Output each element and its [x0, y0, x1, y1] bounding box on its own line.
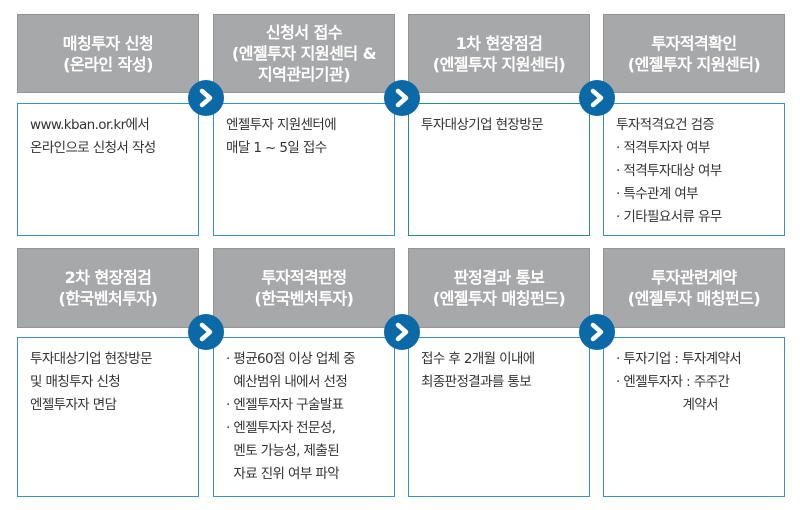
step-body: 투자대상기업 현장방문 — [408, 103, 590, 236]
step-title-line: (엔젤투자 지원센터 & — [231, 44, 377, 63]
step-body: 투자적격요건 검증 · 적격투자자 여부 · 적격투자대상 여부 · 특수관계 여부 ·… — [603, 103, 785, 236]
step-body-line: www.kban.or.kr에서 — [30, 117, 150, 133]
step-body-line: · 엔젤투자자 구술발표 — [226, 397, 344, 413]
chevron-right-icon — [188, 314, 224, 350]
step-title-line: 판정결과 통보 — [453, 268, 545, 287]
step-body-line: 투자대상기업 현장방문 — [30, 351, 153, 367]
step-body-line: · 엔젤투자자 : 주주간 — [616, 374, 730, 390]
step-body-line: · 적격투자자 여부 — [616, 140, 710, 156]
chevron-right-icon — [384, 314, 420, 350]
step-title-line: (엔젤투자 지원센터) — [432, 54, 566, 74]
step-body-line: 예산범위 내에서 선정 — [226, 374, 348, 390]
step-title-line: (한국벤처투자) — [58, 289, 158, 308]
step-body-line: · 평균60점 이상 업체 중 — [226, 351, 356, 367]
step-body-line: · 엔젤투자자 전문성, — [226, 420, 336, 436]
step-body-line: 자료 진위 여부 파악 — [226, 466, 340, 482]
step-title-line: 2차 현장점검 — [64, 268, 152, 287]
step-header: 1차 현장점검(엔젤투자 지원센터) — [408, 14, 590, 93]
step-title-line: (한국벤처투자) — [254, 289, 354, 308]
step-body-line: 계약서 — [616, 397, 718, 413]
step-body-line: 매달 1 ~ 5일 접수 — [226, 140, 327, 156]
step-title-line: 지역관리기관) — [257, 65, 351, 84]
step-body-line: 접수 후 2개월 이내에 — [421, 351, 535, 367]
chevron-right-icon — [188, 80, 224, 116]
step-title-line: 매칭투자 신청 — [62, 33, 154, 53]
step-body-line: · 특수관계 여부 — [616, 186, 699, 202]
step-body-line: 최종판정결과를 통보 — [421, 374, 532, 390]
step-body-line: · 적격투자대상 여부 — [616, 163, 722, 179]
step-header: 투자적격판정 (한국벤처투자) — [213, 248, 395, 328]
step-body: · 평균60점 이상 업체 중 예산범위 내에서 선정 · 엔젤투자자 구술발표 ·… — [213, 337, 395, 497]
step-header: 매칭투자 신청(온라인 작성) — [17, 14, 199, 93]
step-header: 2차 현장점검 (한국벤처투자) — [17, 248, 199, 328]
step-title-line: 신청서 접수 — [265, 23, 343, 42]
step-title-line: (온라인 작성) — [63, 54, 153, 74]
step-body-line: 투자대상기업 현장방문 — [421, 117, 544, 133]
step-title-line: (엔젤투자 매칭펀드) — [627, 289, 761, 308]
chevron-right-icon — [384, 80, 420, 116]
step-title-line: (엔젤투자 지원센터) — [627, 54, 761, 74]
step-body-line: 및 매칭투자 신청 — [30, 374, 121, 390]
step-header: 투자적격확인(엔젤투자 지원센터) — [603, 14, 785, 93]
step-body-line: 엔젤투자자 면담 — [30, 397, 117, 413]
step-body-line: · 투자기업 : 투자계약서 — [616, 351, 742, 367]
step-title-line: 투자적격확인 — [651, 33, 737, 53]
step-header: 판정결과 통보 (엔젤투자 매칭펀드) — [408, 248, 590, 328]
step-title-line: 1차 현장점검 — [455, 33, 543, 53]
step-title-line: 투자적격판정 — [261, 268, 347, 287]
step-header: 투자관련계약 (엔젤투자 매칭펀드) — [603, 248, 785, 328]
step-body: · 투자기업 : 투자계약서 · 엔젤투자자 : 주주간 계약서 — [603, 337, 785, 497]
step-title-line: 투자관련계약 — [651, 268, 737, 287]
step-body-line: · 기타필요서류 유무 — [616, 209, 722, 225]
step-body-line: 온라인으로 신청서 작성 — [30, 140, 156, 156]
step-header: 신청서 접수 (엔젤투자 지원센터 & 지역관리기관) — [213, 14, 395, 93]
step-title-line: (엔젤투자 매칭펀드) — [432, 289, 566, 308]
chevron-right-icon — [579, 80, 615, 116]
chevron-right-icon — [579, 314, 615, 350]
step-body-line: 멘토 가능성, 제출된 — [226, 443, 340, 459]
step-body-line: 투자적격요건 검증 — [616, 117, 715, 133]
step-body-line: 엔젤투자 지원센터에 — [226, 117, 337, 133]
